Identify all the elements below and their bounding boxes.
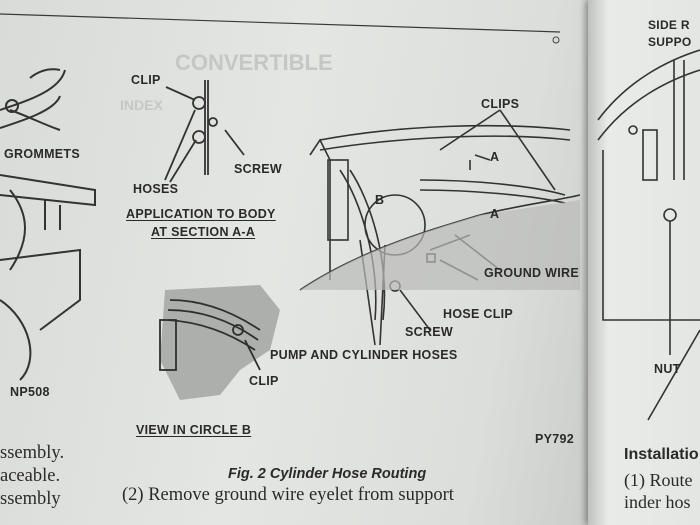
label-hose-clip: HOSE CLIP: [443, 307, 514, 321]
label-screw-mid: SCREW: [405, 325, 454, 339]
left-fragment-3: ssembly: [0, 489, 61, 509]
label-hoses: HOSES: [133, 182, 179, 196]
illustration-drawing: CONVERTIBLE INDEX: [0, 13, 581, 400]
label-view-circle-b: VIEW IN CIRCLE B: [136, 423, 252, 437]
right-line-1: (1) Route: [624, 470, 693, 490]
right-line-2: inder hos: [624, 492, 691, 512]
label-section-a-lower: A: [490, 207, 500, 221]
label-clips: CLIPS: [481, 97, 520, 111]
label-clip-lower: CLIP: [249, 374, 279, 388]
label-circle-b: B: [375, 193, 385, 207]
label-screw-top: SCREW: [234, 162, 283, 176]
label-grommets: GROMMETS: [4, 147, 81, 161]
figure-caption: Fig. 2 Cylinder Hose Routing: [228, 466, 427, 482]
label-np-code: NP508: [10, 385, 50, 399]
label-nut: NUT: [654, 362, 681, 376]
right-heading: Installatio: [624, 446, 699, 463]
label-application-line1: APPLICATION TO BODY: [126, 207, 276, 221]
svg-text:CONVERTIBLE: CONVERTIBLE: [175, 50, 333, 75]
svg-text:INDEX: INDEX: [120, 97, 163, 113]
label-side-r: SIDE R: [648, 18, 690, 32]
left-fragment-2: aceable.: [0, 466, 61, 486]
manual-page-left: CONVERTIBLE INDEX: [0, 0, 600, 525]
left-fragment-1: ssembly.: [0, 443, 65, 463]
label-application-line2: AT SECTION A-A: [151, 225, 256, 239]
label-py-code: PY792: [535, 432, 575, 446]
right-page-drawing: [597, 49, 700, 421]
step-2-text: (2) Remove ground wire eyelet from suppo…: [122, 485, 454, 505]
label-section-a-upper: A: [490, 150, 500, 164]
label-clip-top: CLIP: [131, 73, 161, 87]
label-suppo: SUPPO: [648, 35, 692, 49]
label-pump-cylinder-hoses: PUMP AND CYLINDER HOSES: [270, 348, 458, 362]
label-ground-wire: GROUND WIRE: [484, 266, 579, 280]
manual-page-right: SIDE R SUPPO NUT Installatio (1) Route i…: [588, 0, 700, 525]
